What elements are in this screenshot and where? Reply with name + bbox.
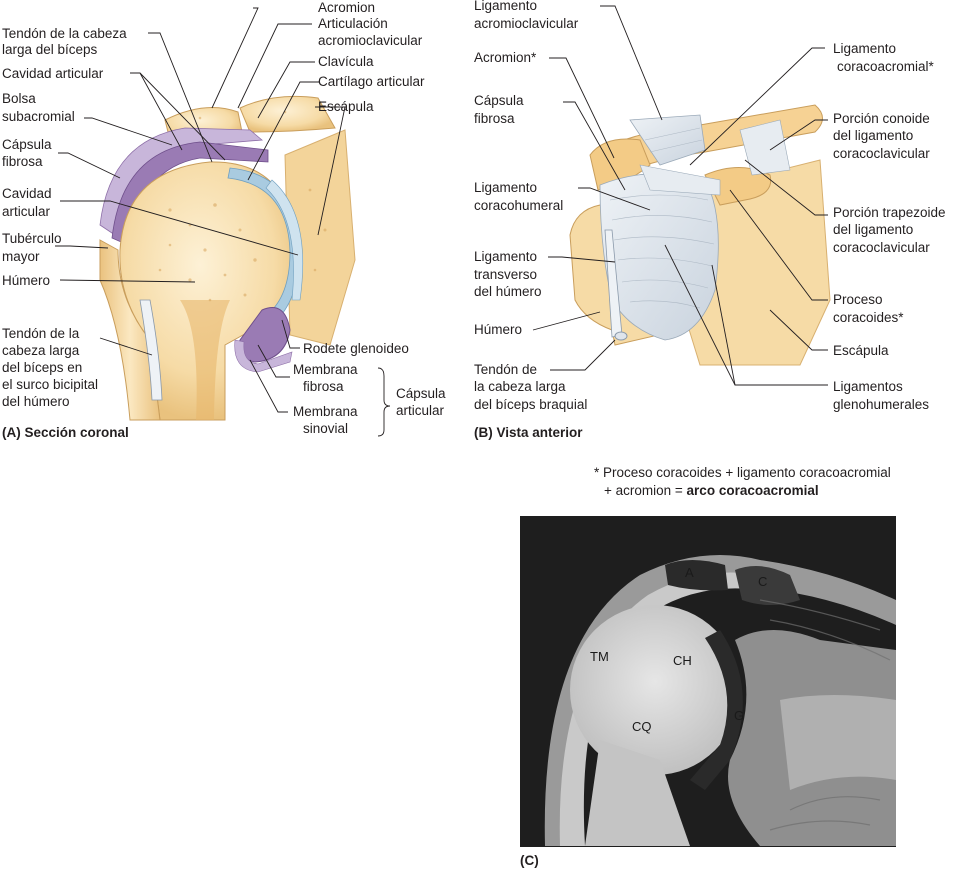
label-lig-acromio-2: acromioclavicular [474,16,579,31]
label-acromion-a: Acromion [318,0,375,15]
label-conoide-2: del ligamento [833,128,913,143]
label-lig-acromio-1: Ligamento [474,0,537,13]
label-proceso-2: coracoides* [833,310,904,325]
label-glenohumerales-1: Ligamentos [833,379,903,394]
label-articulacion-1: Articulación [318,16,388,31]
label-escapula-b: Escápula [833,343,889,358]
label-tendon-cabeza-2: larga del bíceps [2,42,98,57]
label-capsula-a-2: fibrosa [2,154,43,169]
label-trapezoide-1: Porción trapezoide [833,205,946,220]
caption-panel-b: (B) Vista anterior [474,425,583,440]
mri-label-a: A [685,565,694,580]
label-trapezoide-2: del ligamento [833,222,913,237]
footnote-line-1: * Proceso coracoides + ligamento coracoa… [594,465,891,480]
label-transverso-3: del húmero [474,284,542,299]
label-coracoacromial-1: Ligamento [833,41,896,56]
label-acromion-b: Acromion* [474,50,537,65]
label-escapula-a: Escápula [318,99,374,114]
label-tendon-b-3: del bíceps braquial [474,397,587,412]
caption-panel-a: (A) Sección coronal [2,425,129,440]
label-conoide-1: Porción conoide [833,111,930,126]
label-trapezoide-3: coracoclavicular [833,240,930,255]
label-capsula-articular-1: Cápsula [396,386,446,401]
label-tendon-surco-4: el surco bicipital [2,377,98,392]
panel-b-leaders [532,5,828,386]
caption-panel-c: (C) [520,853,539,868]
mri-label-ch: CH [673,653,692,668]
label-capsula-b-2: fibrosa [474,111,515,126]
footnote-line-2: + acromion = arco coracoacromial [604,483,819,498]
label-tendon-b-2: la cabeza larga [474,379,566,394]
panel-a-labels: Acromion Articulación acromioclavicular … [2,0,446,440]
mri-label-cq: CQ [632,719,652,734]
label-cavidad2-2: articular [2,204,51,219]
label-humero-a: Húmero [2,273,50,288]
label-capsula-articular-2: articular [396,403,445,418]
label-tendon-surco-1: Tendón de la [2,326,80,341]
label-bolsa-1: Bolsa [2,91,36,106]
label-tendon-surco-2: cabeza larga [2,343,80,358]
mri-label-g: G [734,708,744,723]
label-coracohumeral-2: coracohumeral [474,198,563,213]
panel-b-labels: Ligamento acromioclavicular Acromion* Cá… [474,0,946,440]
mri-label-c: C [758,574,767,589]
mri-label-tm: TM [590,649,609,664]
label-tendon-cabeza-1: Tendón de la cabeza [2,26,127,41]
panel-a-illustration [99,95,356,421]
panel-c-mri: A C TM CH CQ G [520,516,896,847]
label-membrana-sinovial-1: Membrana [293,404,358,419]
label-bolsa-2: subacromial [2,109,75,124]
footnote-line-2-pre: + acromion = [604,483,687,498]
label-tuberculo-1: Tubérculo [2,231,62,246]
label-coracohumeral-1: Ligamento [474,180,537,195]
label-transverso-1: Ligamento [474,249,537,264]
label-capsula-b-1: Cápsula [474,93,524,108]
panel-b-illustration [569,104,831,366]
label-transverso-2: transverso [474,267,537,282]
label-rodete: Rodete glenoideo [303,341,409,356]
label-membrana-fibrosa-2: fibrosa [303,379,344,394]
footnote: * Proceso coracoides + ligamento coracoa… [594,465,891,498]
label-articulacion-2: acromioclavicular [318,33,423,48]
label-conoide-3: coracoclavicular [833,146,930,161]
label-cavidad2-1: Cavidad [2,186,52,201]
label-cartilago: Cartílago articular [318,74,425,89]
label-membrana-fibrosa-1: Membrana [293,362,358,377]
label-tendon-surco-3: del bíceps en [2,360,82,375]
panel-a-leaders [55,7,391,437]
label-tendon-b-1: Tendón de [474,362,537,377]
label-tendon-surco-5: del húmero [2,394,70,409]
label-humero-b: Húmero [474,322,522,337]
label-coracoacromial-2: coracoacromial* [837,59,935,74]
label-tuberculo-2: mayor [2,249,40,264]
label-membrana-sinovial-2: sinovial [303,421,348,436]
label-cavidad-articular: Cavidad articular [2,66,104,81]
label-capsula-a-1: Cápsula [2,137,52,152]
label-glenohumerales-2: glenohumerales [833,397,929,412]
footnote-line-2-bold: arco coracoacromial [687,483,819,498]
label-proceso-1: Proceso [833,292,883,307]
label-clavicula: Clavícula [318,54,374,69]
